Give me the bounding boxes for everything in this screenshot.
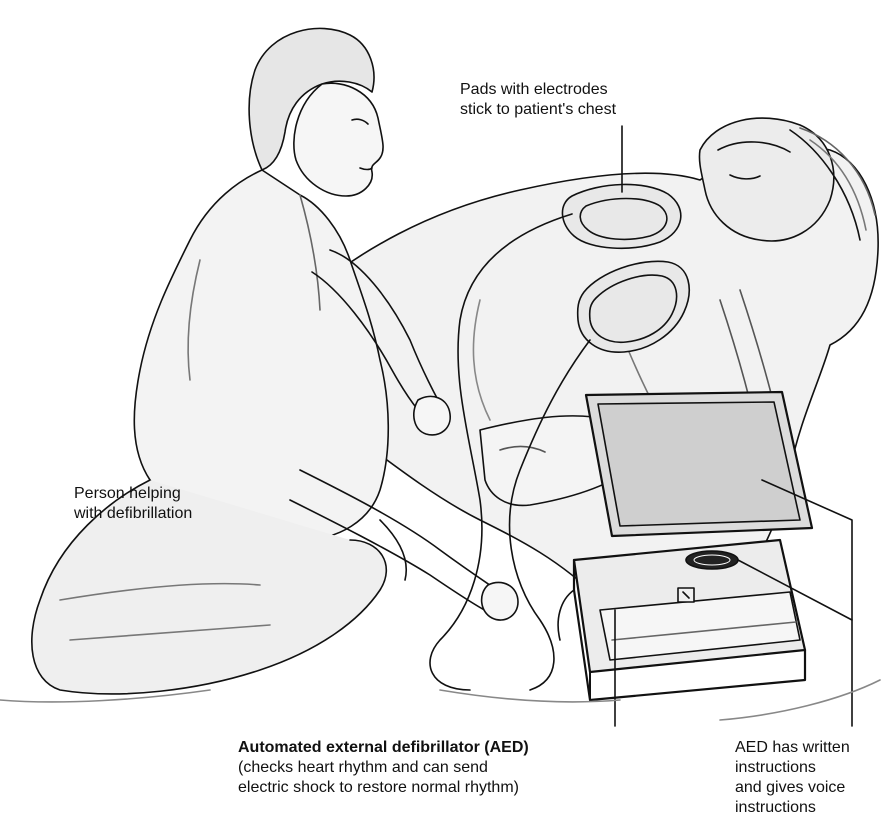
label-pads-line2: stick to patient's chest	[460, 100, 616, 120]
label-person: Person helping with defibrillation	[74, 484, 192, 524]
label-aed: Automated external defibrillator (AED) (…	[238, 738, 529, 798]
helper-hand-lower	[482, 582, 518, 620]
label-pads-line1: Pads with electrodes	[460, 80, 616, 100]
label-instructions-line4: instructions	[735, 798, 850, 818]
helper-face	[294, 83, 383, 196]
label-person-line1: Person helping	[74, 484, 192, 504]
label-instructions: AED has written instructions and gives v…	[735, 738, 850, 818]
label-aed-line3: electric shock to restore normal rhythm)	[238, 778, 529, 798]
helper-hand-upper	[414, 396, 450, 434]
label-instructions-line3: and gives voice	[735, 778, 850, 798]
label-pads: Pads with electrodes stick to patient's …	[460, 80, 616, 120]
label-instructions-line2: instructions	[735, 758, 850, 778]
aed-device	[558, 392, 852, 726]
label-aed-line2: (checks heart rhythm and can send	[238, 758, 529, 778]
label-person-line2: with defibrillation	[74, 504, 192, 524]
label-aed-title: Automated external defibrillator (AED)	[238, 738, 529, 758]
label-instructions-line1: AED has written	[735, 738, 850, 758]
